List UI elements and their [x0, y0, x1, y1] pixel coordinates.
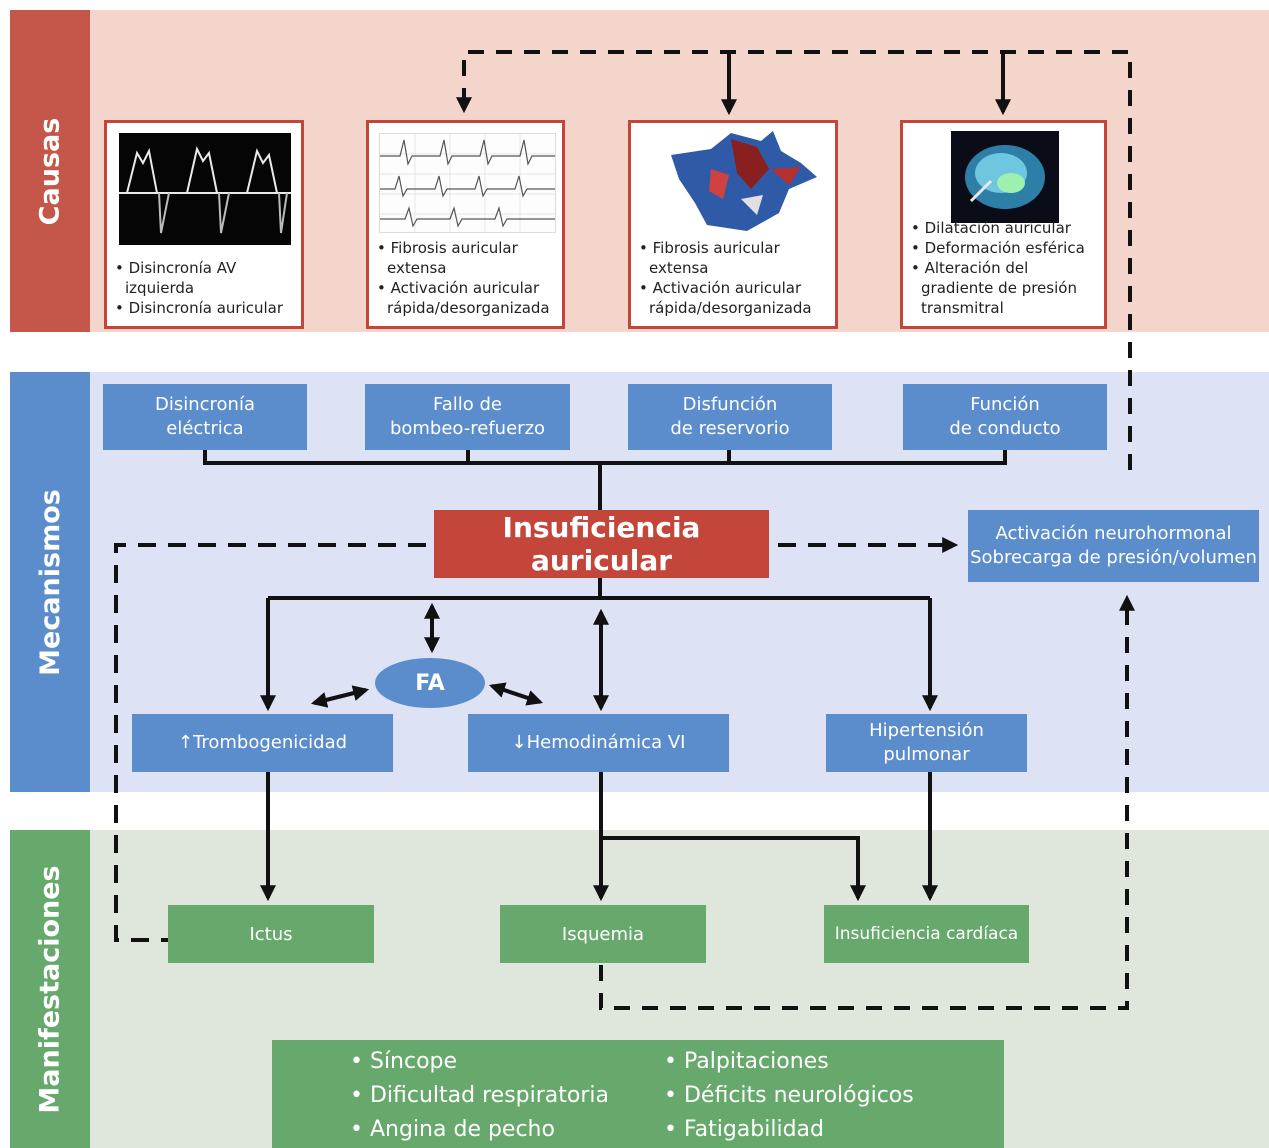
symptoms-box: Síncope Dificultad respiratoria Angina d…: [272, 1040, 1004, 1148]
feedback-loop-top: [456, 50, 1132, 470]
manifestation-label: Isquemia: [561, 923, 645, 945]
mechanisms-section-label: Mecanismos: [10, 372, 90, 792]
symptom-item: Dificultad respiratoria: [350, 1079, 609, 1113]
doppler-waveform: [119, 146, 291, 234]
cause-panel-4: Dilatación auricular Deformación esféric…: [900, 120, 1107, 329]
mechanism-label: Fallo de bombeo-refuerzo: [389, 394, 546, 439]
mechanism-conduit-function: Función de conducto: [903, 384, 1107, 450]
symptom-item: Fatigabilidad: [664, 1113, 914, 1147]
cause-bullet: Activación auricular rápida/desorganizad…: [639, 278, 831, 318]
fibrosis-map-shape: [671, 131, 817, 231]
manifestation-heart-failure: Insuficiencia cardíaca: [824, 905, 1029, 963]
symptom-item: Palpitaciones: [664, 1045, 914, 1079]
manifestation-ischemia: Isquemia: [500, 905, 706, 963]
manifestation-stroke: Ictus: [168, 905, 374, 963]
cause-list-2: Fibrosis auricular extensa Activación au…: [377, 238, 558, 318]
central-atrial-failure: Insuficiencia auricular: [434, 510, 769, 578]
mechanism-label: Disincronía eléctrica: [154, 394, 255, 439]
mechanism-label: Disfunción de reservorio: [670, 394, 790, 439]
ecg-strip-image: [379, 133, 556, 233]
central-label: Insuficiencia auricular: [502, 511, 701, 577]
cause-panel-3: Fibrosis auricular extensa Activación au…: [628, 120, 838, 329]
manifestations-section-label: Manifestaciones: [10, 830, 90, 1148]
dashed-left-loop: [114, 543, 426, 942]
cause-bullet: Disincronía AV izquierda: [115, 258, 297, 298]
effect-label: ↑Trombogenicidad: [177, 732, 348, 753]
atrial-3d-image: [951, 131, 1059, 223]
arrow-fa-hemo: [488, 682, 544, 706]
lv-hemodynamics-box: ↓Hemodinámica VI: [468, 714, 729, 772]
neurohormonal-box: Activación neurohormonal Sobrecarga de p…: [968, 510, 1259, 582]
mechanism-reservoir-dysfunction: Disfunción de reservorio: [628, 384, 832, 450]
manifestation-label: Ictus: [249, 923, 293, 945]
mechanism-label: Función de conducto: [949, 394, 1061, 439]
symptoms-left-column: Síncope Dificultad respiratoria Angina d…: [350, 1045, 609, 1147]
neurohormonal-line: Activación neurohormonal: [995, 523, 1232, 544]
overload-line: Sobrecarga de presión/volumen: [970, 547, 1257, 568]
effect-label: ↓Hemodinámica VI: [511, 732, 686, 753]
cause-panel-1: Disincronía AV izquierda Disincronía aur…: [104, 120, 304, 329]
mechanism-booster-pump-failure: Fallo de bombeo-refuerzo: [365, 384, 570, 450]
symptom-item: Síncope: [350, 1045, 609, 1079]
cause-bullet: Alteración del gradiente de presión tran…: [911, 258, 1100, 318]
central-bus: [268, 578, 930, 600]
cause-list-4: Dilatación auricular Deformación esféric…: [911, 218, 1100, 318]
symptom-item: Angina de pecho: [350, 1113, 609, 1147]
branch-to-hf: [601, 836, 866, 902]
cause-list-3: Fibrosis auricular extensa Activación au…: [639, 238, 831, 318]
manifestation-label: Insuficiencia cardíaca: [834, 924, 1019, 944]
cause-bullet: Fibrosis auricular extensa: [377, 238, 558, 278]
doppler-echo-image: [119, 133, 291, 245]
fa-ellipse: FA: [375, 658, 485, 708]
causes-section-label: Causas: [10, 10, 90, 332]
mechanism-bus: [203, 450, 1007, 510]
mechanism-electrical-dyssynchrony: Disincronía eléctrica: [103, 384, 307, 450]
cause-bullet: Fibrosis auricular extensa: [639, 238, 831, 278]
effect-label: Hipertensión pulmonar: [869, 720, 984, 765]
ecg-traces: [380, 134, 555, 232]
atrial-fibrosis-map-image: [651, 129, 823, 233]
fa-label: FA: [415, 670, 445, 696]
cause-bullet: Disincronía auricular: [115, 298, 297, 318]
symptom-item: Déficits neurológicos: [664, 1079, 914, 1113]
thrombogenicity-box: ↑Trombogenicidad: [132, 714, 393, 772]
arrow-fa-thrombo: [310, 685, 370, 708]
cause-panel-2: Fibrosis auricular extensa Activación au…: [366, 120, 565, 329]
symptoms-right-column: Palpitaciones Déficits neurológicos Fati…: [664, 1045, 914, 1147]
cause-bullet: Deformación esférica: [911, 238, 1100, 258]
cause-list-1: Disincronía AV izquierda Disincronía aur…: [115, 258, 297, 318]
atrial-3d-render: [965, 145, 1045, 209]
pulmonary-hypertension-box: Hipertensión pulmonar: [826, 714, 1027, 772]
cause-bullet: Dilatación auricular: [911, 218, 1100, 238]
cause-bullet: Activación auricular rápida/desorganizad…: [377, 278, 558, 318]
